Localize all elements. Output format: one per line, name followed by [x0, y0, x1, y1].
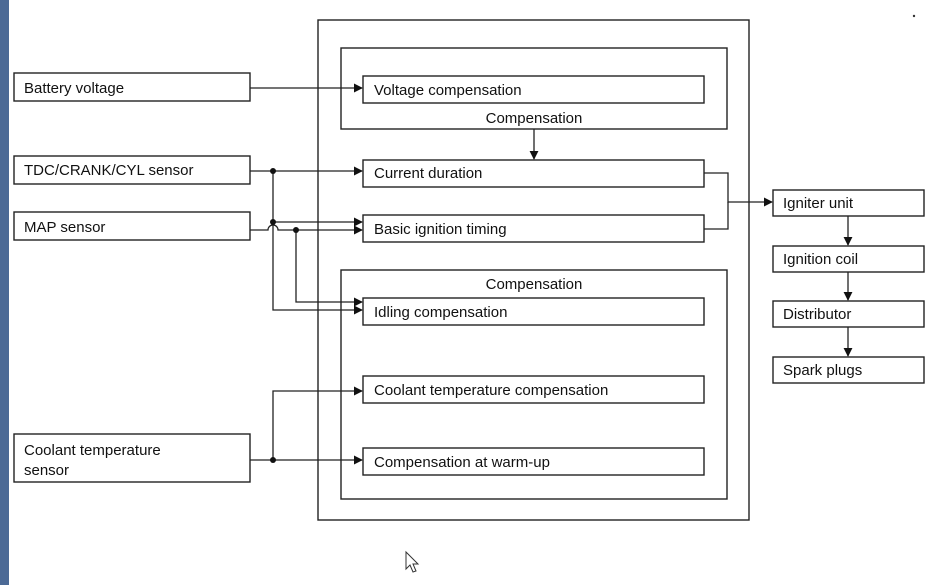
mouse-pointer-icon	[405, 550, 420, 573]
junction-tdc	[270, 168, 276, 174]
map-sensor-label: MAP sensor	[24, 219, 105, 236]
wire-coolant-to-coolant-comp	[272, 386, 363, 460]
box-current-duration: Current duration	[362, 159, 705, 188]
compensation-at-warmup-label: Compensation at warm-up	[374, 454, 550, 471]
distributor-label: Distributor	[783, 306, 851, 323]
current-duration-label: Current duration	[374, 165, 482, 182]
box-voltage-compensation: Voltage compensation	[362, 75, 705, 104]
coolant-temperature-compensation-label: Coolant temperature compensation	[374, 382, 608, 399]
basic-ignition-timing-label: Basic ignition timing	[374, 221, 507, 238]
wire-basic-timing-to-igniter	[704, 202, 729, 230]
coolant-sensor-label-line2: sensor	[24, 462, 69, 479]
box-basic-ignition-timing: Basic ignition timing	[362, 214, 705, 243]
box-idling-compensation: Idling compensation	[362, 297, 705, 326]
compensation-lower-label: Compensation	[486, 276, 583, 293]
stray-dot	[912, 14, 916, 18]
ecu-frame	[317, 19, 750, 521]
junction-map	[293, 227, 299, 233]
junction-tdc-basic	[270, 219, 276, 225]
wire-current-duration-to-igniter	[704, 172, 773, 207]
spark-plugs-label: Spark plugs	[783, 362, 862, 379]
ignition-coil-label: Ignition coil	[783, 251, 858, 268]
input-tdc-sensor: TDC/CRANK/CYL sensor	[13, 155, 251, 185]
box-spark-plugs: Spark plugs	[772, 356, 925, 384]
coolant-sensor-label-line1: Coolant temperature	[24, 442, 161, 459]
box-coolant-temperature-compensation: Coolant temperature compensation	[362, 375, 705, 404]
junction-coolant	[270, 457, 276, 463]
igniter-unit-label: Igniter unit	[783, 195, 854, 212]
wire-tdc-to-idling	[272, 222, 363, 315]
compensation-upper-label: Compensation	[486, 110, 583, 127]
input-coolant-sensor: Coolant temperature sensor	[13, 433, 251, 483]
tdc-sensor-label: TDC/CRANK/CYL sensor	[24, 162, 193, 179]
idling-compensation-label: Idling compensation	[374, 304, 507, 321]
box-compensation-at-warmup: Compensation at warm-up	[362, 447, 705, 476]
input-map-sensor: MAP sensor	[13, 211, 251, 241]
input-battery-voltage: Battery voltage	[13, 72, 251, 102]
box-distributor: Distributor	[772, 300, 925, 328]
wire-map-to-basic-timing	[250, 224, 363, 235]
battery-voltage-label: Battery voltage	[24, 80, 124, 97]
window-edge	[0, 0, 9, 585]
box-igniter-unit: Igniter unit	[772, 189, 925, 217]
voltage-compensation-label: Voltage compensation	[374, 82, 522, 99]
box-ignition-coil: Ignition coil	[772, 245, 925, 273]
lower-compensation-group	[340, 269, 728, 500]
wire-map-to-idling	[295, 230, 363, 307]
connection-wires	[250, 83, 853, 465]
